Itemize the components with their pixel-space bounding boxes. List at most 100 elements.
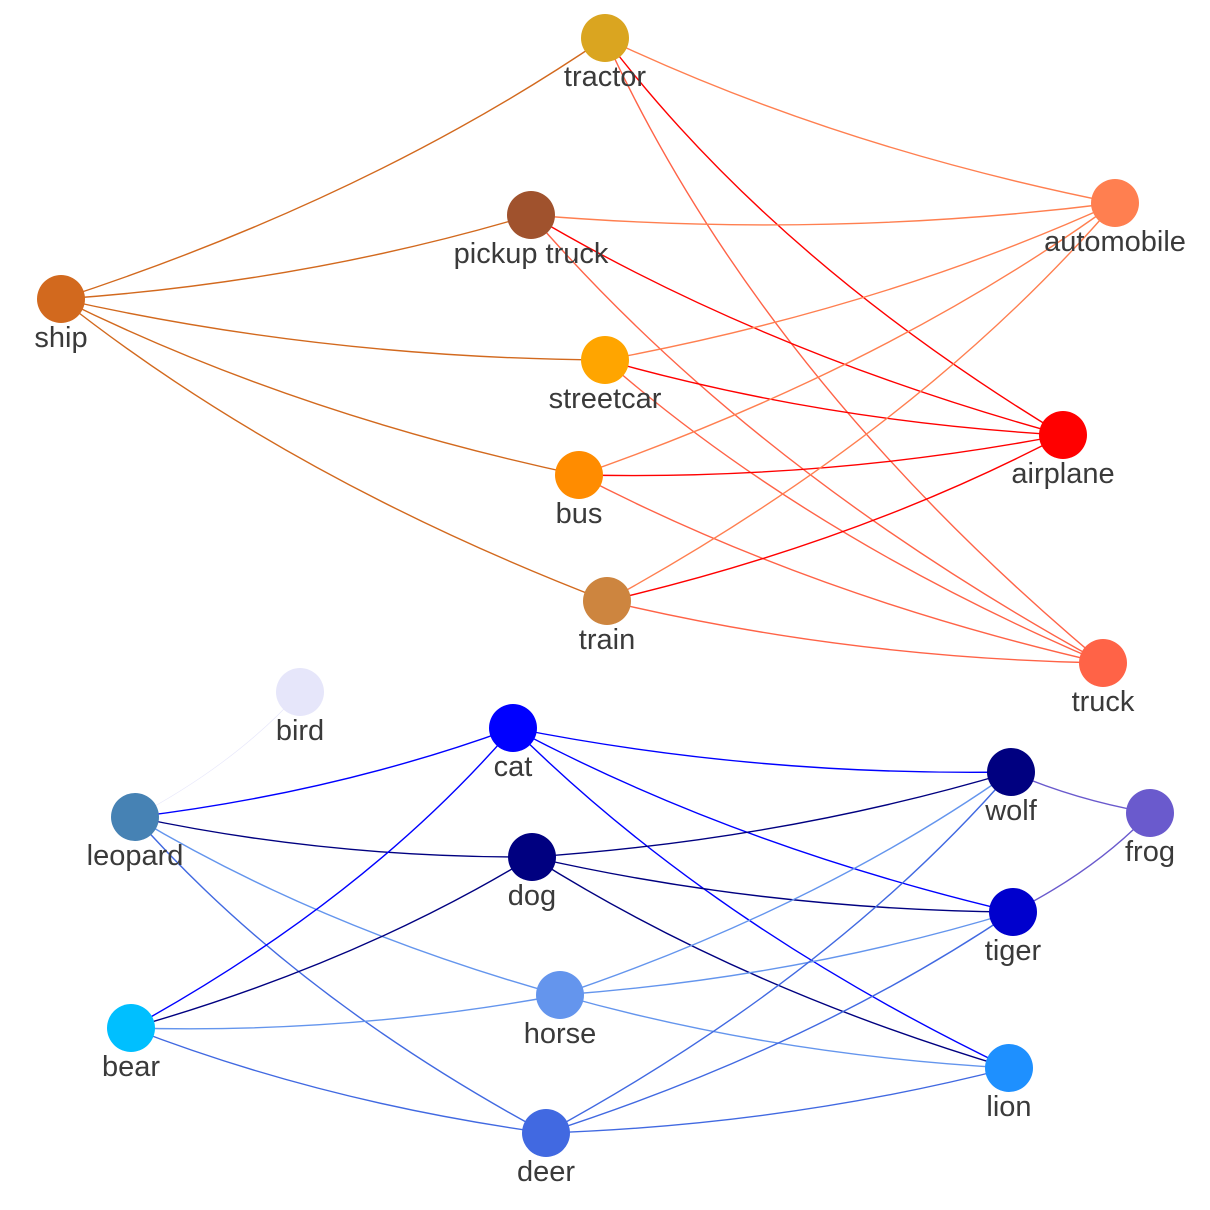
node-label-ship: ship [34,322,87,354]
edge-bus-truck [578,474,1104,664]
node-circle-dog [508,833,556,881]
edge-ship-streetcar [60,298,606,361]
node-wolf: wolf [984,748,1038,827]
edge-pickup_truck-truck [530,214,1104,664]
edge-tractor-automobile [604,37,1116,204]
node-label-airplane: airplane [1011,458,1114,490]
node-circle-tractor [581,14,629,62]
node-airplane: airplane [1011,411,1115,490]
edge-dog-lion [531,856,1010,1069]
node-cat: cat [489,704,537,783]
node-label-dog: dog [508,880,556,912]
node-dog: dog [508,833,556,912]
edge-bear-dog [130,856,533,1029]
node-label-lion: lion [986,1091,1031,1123]
node-circle-truck [1079,639,1127,687]
edge-pickup_truck-airplane [530,214,1064,436]
node-pickup-truck: pickup truck [454,191,609,270]
edge-cat-lion [512,727,1010,1069]
edge-leopard-dog [134,816,533,858]
edge-train-airplane [606,434,1064,602]
node-leopard: leopard [87,793,183,872]
edge-bus-airplane [578,434,1064,477]
node-label-deer: deer [517,1156,575,1188]
node-label-pickup-truck: pickup truck [454,238,609,270]
edge-deer-tiger [545,911,1014,1134]
edge-train-automobile [606,202,1116,602]
edge-bus-automobile [578,202,1116,476]
node-label-bird: bird [276,715,324,747]
edge-horse-wolf [559,771,1012,996]
node-tiger: tiger [985,888,1042,967]
edge-bear-horse [130,994,561,1030]
edge-dog-tiger [531,856,1014,913]
node-circle-tiger [989,888,1037,936]
node-circle-bird [276,668,324,716]
edge-dog-wolf [531,771,1012,858]
node-truck: truck [1072,639,1135,718]
nodes-layer: tractor pickup truck automobile ship streetc… [34,14,1186,1188]
node-circle-automobile [1091,179,1139,227]
edge-streetcar-truck [604,359,1104,664]
node-lion: lion [985,1044,1033,1123]
edge-deer-lion [545,1067,1010,1134]
edge-pickup_truck-automobile [530,202,1116,226]
node-label-frog: frog [1125,836,1175,868]
edge-cat-wolf [512,727,1012,774]
node-label-tiger: tiger [985,935,1042,967]
node-circle-bus [555,451,603,499]
node-circle-airplane [1039,411,1087,459]
node-label-streetcar: streetcar [549,383,662,415]
edge-ship-bus [60,298,580,476]
edge-train-truck [606,600,1104,664]
node-label-cat: cat [494,751,533,783]
node-label-wolf: wolf [984,795,1038,827]
edge-tractor-truck [604,37,1104,664]
node-bus: bus [555,451,603,530]
edge-leopard-cat [134,727,514,818]
node-circle-frog [1126,789,1174,837]
node-label-tractor: tractor [564,61,647,93]
node-circle-train [583,577,631,625]
edge-leopard-deer [134,816,547,1134]
edge-streetcar-automobile [604,202,1116,361]
node-horse: horse [524,971,597,1050]
edge-tractor-airplane [604,37,1064,436]
node-circle-leopard [111,793,159,841]
node-circle-streetcar [581,336,629,384]
node-circle-bear [107,1004,155,1052]
node-circle-ship [37,275,85,323]
edge-bear-deer [130,1027,547,1134]
node-circle-deer [522,1109,570,1157]
node-label-bus: bus [556,498,603,530]
node-label-train: train [579,624,635,656]
edge-bear-cat [130,727,514,1029]
edge-leopard-horse [134,816,561,996]
node-bear: bear [102,1004,160,1083]
node-frog: frog [1125,789,1175,868]
node-circle-cat [489,704,537,752]
node-label-truck: truck [1072,686,1135,718]
edge-horse-tiger [559,911,1014,996]
edge-ship-train [60,298,608,602]
node-bird: bird [276,668,324,747]
edges-layer [60,37,1151,1134]
node-label-bear: bear [102,1051,160,1083]
node-streetcar: streetcar [549,336,662,415]
edge-horse-lion [559,994,1010,1069]
node-train: train [579,577,635,656]
node-deer: deer [517,1109,575,1188]
edge-leopard-bird [134,691,301,818]
edge-ship-tractor [60,37,606,300]
node-circle-pickup-truck [507,191,555,239]
edge-streetcar-airplane [604,359,1064,436]
edge-cat-tiger [512,727,1014,913]
node-label-horse: horse [524,1018,597,1050]
node-circle-lion [985,1044,1033,1092]
node-label-automobile: automobile [1044,226,1186,258]
edge-ship-pickup_truck [60,214,532,300]
node-circle-horse [536,971,584,1019]
node-tractor: tractor [564,14,647,93]
edge-deer-wolf [545,771,1012,1134]
